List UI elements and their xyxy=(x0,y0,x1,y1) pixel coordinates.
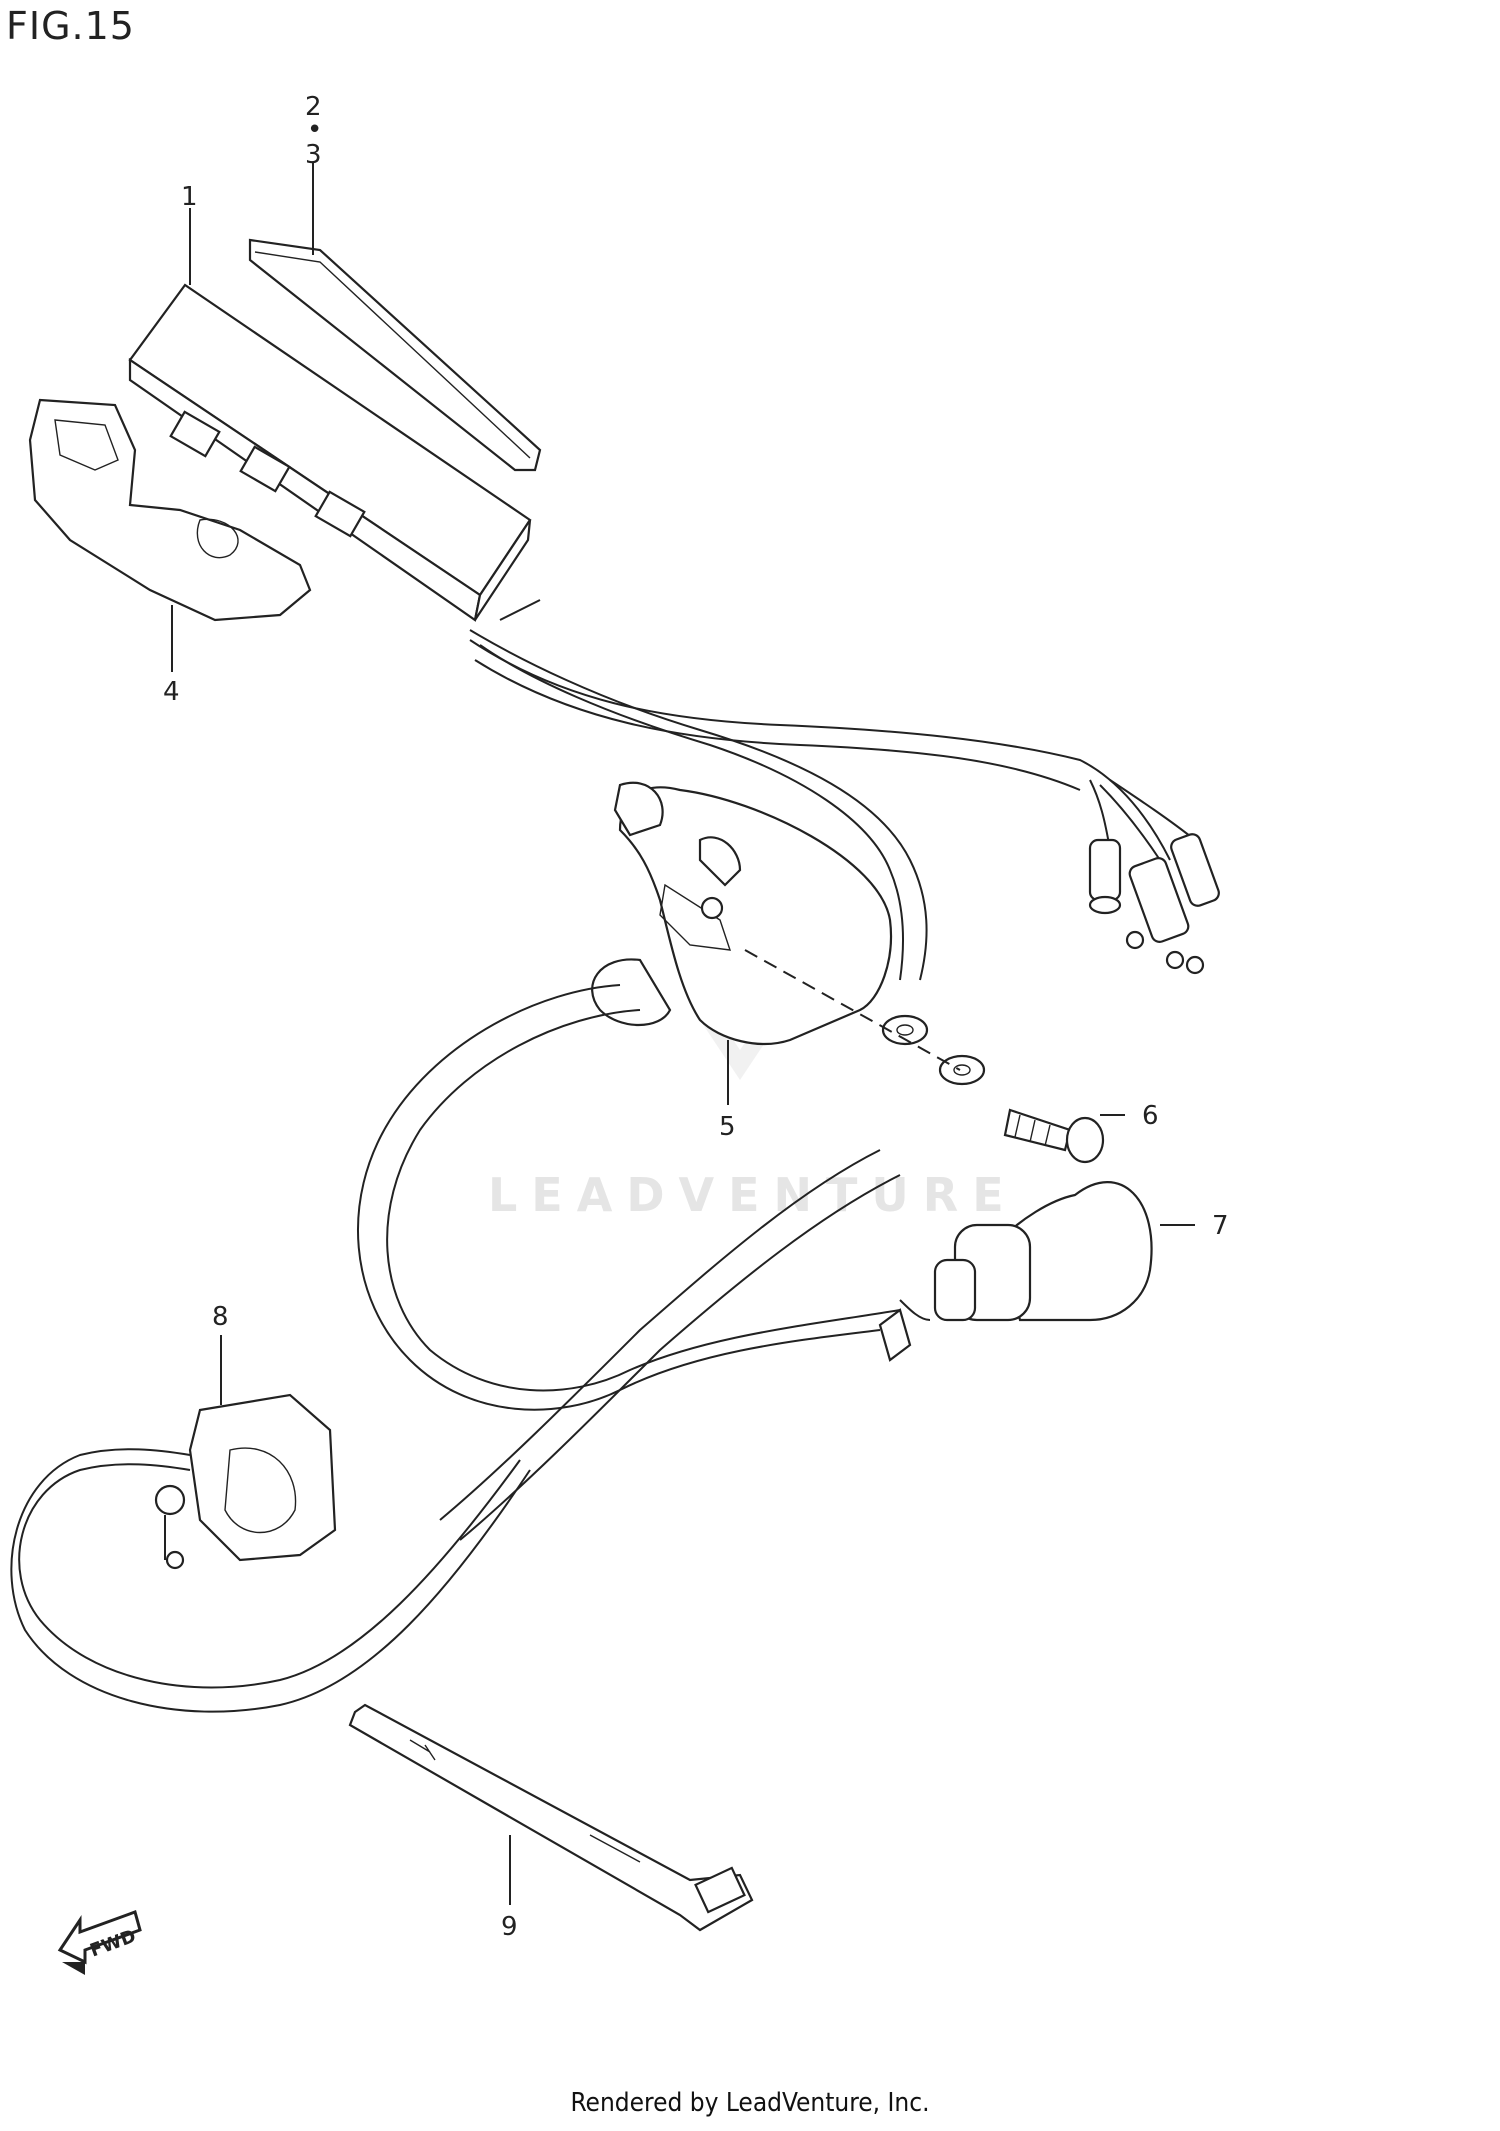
leader-lines xyxy=(171,163,1195,1905)
part-washer xyxy=(881,1014,986,1086)
callout-2: 2 xyxy=(305,92,322,122)
callout-3: 3 xyxy=(305,140,322,170)
callout-4: 4 xyxy=(163,677,180,707)
watermark: LEADVENTURE xyxy=(488,1168,1018,1222)
callout-9: 9 xyxy=(501,1912,518,1942)
callout-5: 5 xyxy=(719,1112,736,1142)
callout-6: 6 xyxy=(1142,1101,1159,1131)
part-cable-tie xyxy=(348,1703,754,1932)
callout-8: 8 xyxy=(212,1302,229,1332)
callout-2-dot: • xyxy=(307,115,322,145)
part-stop-switch xyxy=(154,1393,337,1570)
assembly-line xyxy=(744,949,961,1071)
part-bracket xyxy=(28,398,312,622)
callout-7: 7 xyxy=(1212,1211,1229,1241)
part-screw xyxy=(1003,1108,1105,1164)
part-plug-lead xyxy=(357,984,912,1411)
figure-title: FIG.15 xyxy=(6,4,135,48)
part-cdi-unit xyxy=(128,283,532,622)
fwd-arrow: FWD xyxy=(57,1910,142,1975)
part-plate xyxy=(248,238,542,472)
footer-credit: Rendered by LeadVenture, Inc. xyxy=(570,2088,930,2118)
part-ground-wire xyxy=(10,1149,901,1713)
part-connectors xyxy=(1088,779,1220,975)
callout-1: 1 xyxy=(181,182,198,212)
part-ignition-coil xyxy=(591,781,892,1046)
part-spark-plug-cap xyxy=(899,1181,1153,1322)
